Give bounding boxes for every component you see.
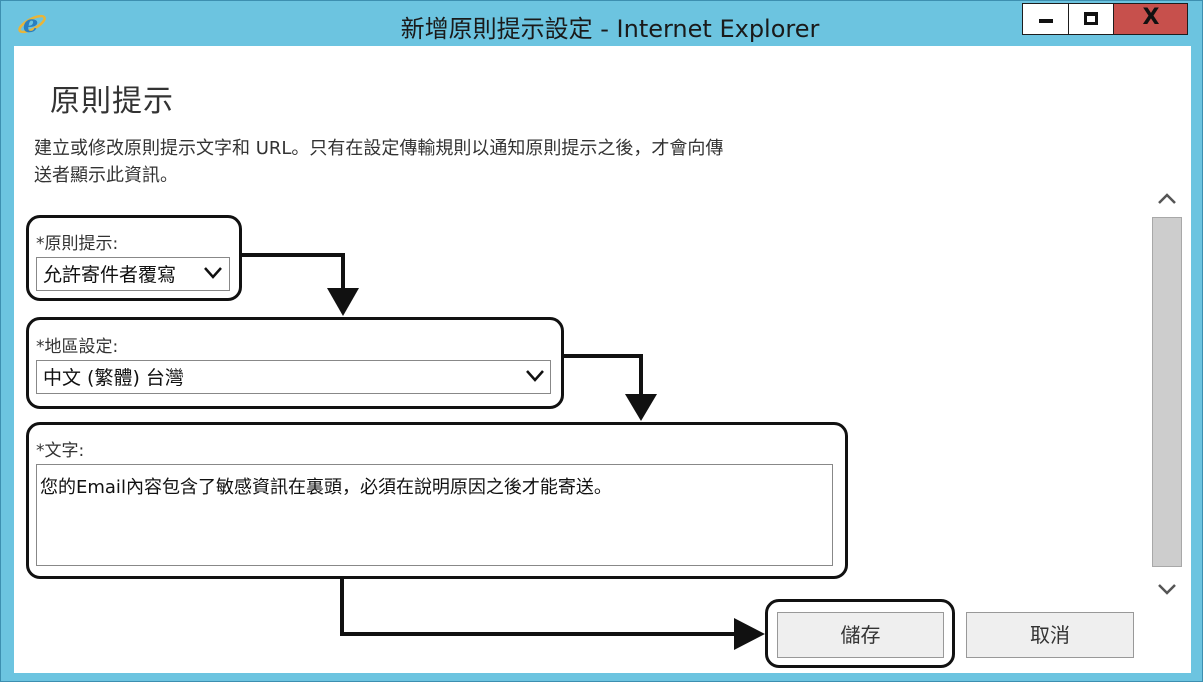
minimize-button[interactable] [1022,3,1068,35]
window-frame-left [0,46,14,682]
policy-tip-label: *原則提示: [36,234,119,254]
locale-label: *地區設定: [36,337,119,357]
title-bar [0,0,1203,46]
maximize-icon [1084,12,1098,25]
arrowhead-save [734,618,765,650]
policy-tip-select[interactable]: 允許寄件者覆寫 [36,257,230,291]
text-highlight [26,422,848,579]
close-icon: X [1142,5,1160,30]
locale-select[interactable]: 中文 (繁體) 台灣 [36,360,551,394]
description-line-2: 送者顯示此資訊。 [34,165,178,186]
window-title: 新增原則提示設定 - Internet Explorer [400,15,820,43]
scrollbar-thumb[interactable] [1152,217,1182,567]
description-line-1: 建立或修改原則提示文字和 URL。只有在設定傳輸規則以通知原則提示之後，才會向傳 [34,138,724,159]
chevron-down-icon [204,267,222,279]
policy-tip-value: 允許寄件者覆寫 [43,264,177,286]
chevron-down-icon [526,370,544,382]
window-frame-right [1191,46,1203,682]
save-highlight [765,599,955,668]
internet-explorer-icon[interactable]: e [16,8,48,38]
arrowhead-text [625,394,657,421]
arrowhead-locale [327,288,359,316]
policy-tip-highlight [26,215,242,301]
locale-highlight [26,317,564,409]
chevron-up-icon[interactable] [1152,188,1182,210]
minimize-icon [1039,19,1053,23]
arrow-locale-to-text [564,354,643,398]
save-button[interactable]: 儲存 [777,612,944,658]
tip-text-value: 您的Email內容包含了敏感資訊在裏頭，必須在說明原因之後才能寄送。 [40,477,612,498]
page-title: 原則提示 [50,84,174,119]
maximize-button[interactable] [1068,3,1114,35]
arrow-text-to-save [340,579,738,636]
description: 建立或修改原則提示文字和 URL。只有在設定傳輸規則以通知原則提示之後，才會向傳… [34,135,834,189]
cancel-button[interactable]: 取消 [966,612,1134,658]
chevron-down-icon[interactable] [1152,578,1182,600]
close-button[interactable]: X [1114,3,1188,35]
text-label: *文字: [36,441,85,461]
tip-text-area[interactable]: 您的Email內容包含了敏感資訊在裏頭，必須在說明原因之後才能寄送。 [36,464,833,566]
window-frame-bottom [0,673,1203,682]
dialog-body [14,46,1191,673]
svg-text:e: e [23,9,38,38]
arrow-policy-to-locale [242,253,345,292]
locale-value: 中文 (繁體) 台灣 [43,367,184,389]
